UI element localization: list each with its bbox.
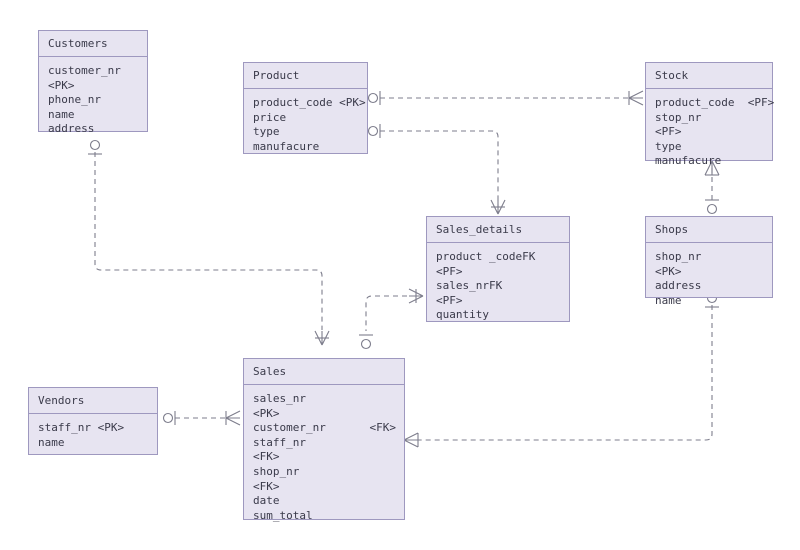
connector-salesdetails-sales (359, 288, 424, 350)
attribute-row: shop_nr (253, 465, 396, 480)
entity-title-sales_details: Sales_details (427, 217, 569, 243)
attribute-row: <PF> (436, 294, 561, 309)
attribute-label: name (38, 435, 65, 449)
entity-title-product: Product (244, 63, 367, 89)
attribute-row: staff_nr (253, 436, 396, 451)
entity-attributes-sales: sales_nr<PK>customer_nr<FK>staff_nr<FK>s… (244, 385, 404, 529)
attribute-row: product_code <PF> (655, 96, 774, 111)
connector-vendors-sales (162, 410, 241, 426)
attribute-label: type (253, 125, 280, 139)
attribute-label: name (655, 293, 682, 307)
attribute-row: stop_nr (655, 111, 764, 126)
attribute-label: <FK> (253, 479, 280, 493)
attribute-label: manufacure (253, 139, 320, 153)
attribute-label: <PF> (436, 293, 463, 307)
attribute-row: <FK> (253, 450, 396, 465)
attribute-row: sum_total (253, 509, 396, 524)
attribute-label: manufacure (655, 154, 722, 168)
attribute-row: address (48, 122, 139, 137)
attribute-row: manufacure (655, 154, 764, 169)
attribute-label: stop_nr (655, 110, 702, 124)
attribute-label: quantity (436, 308, 489, 322)
attribute-row: sales_nr (253, 392, 396, 407)
attribute-row: <PK> (655, 265, 764, 280)
connector-product-stock (367, 90, 644, 106)
connector-product-salesdetails (367, 124, 506, 215)
attribute-row: staff_nr <PK> (38, 421, 149, 436)
entity-title-customers: Customers (39, 31, 147, 57)
attribute-label: customer_nr (48, 64, 121, 77)
attribute-row: price (253, 111, 359, 126)
attribute-row: customer_nr (48, 64, 139, 79)
attribute-row: <PF> (436, 265, 561, 280)
attribute-label: <PK> (253, 406, 280, 420)
entity-title-vendors: Vendors (29, 388, 157, 414)
attribute-label: type (655, 139, 682, 153)
attribute-row: <PK> (48, 79, 139, 94)
attribute-row: address (655, 279, 764, 294)
attribute-row: quantity (436, 308, 561, 323)
attribute-row: customer_nr <FK> (253, 421, 396, 436)
attribute-label: product _codeFK (436, 250, 536, 263)
attribute-row: name (38, 436, 149, 451)
attribute-label: customer_nr (253, 421, 326, 435)
connector-customers-sales (88, 139, 330, 346)
attribute-label: <PF> (655, 125, 682, 139)
attribute-label: product_code <PF> (655, 96, 775, 109)
attribute-key-tag: <FK> (369, 421, 397, 435)
attribute-label: sales_nrFK (436, 279, 503, 293)
attribute-label: staff_nr (253, 435, 306, 449)
attribute-label: staff_nr <PK> (38, 421, 125, 434)
attribute-row: sales_nrFK (436, 279, 561, 294)
attribute-row: <PF> (655, 125, 764, 140)
attribute-row: manufacure (253, 140, 359, 155)
attribute-row: <FK> (253, 480, 396, 495)
attribute-row: type (253, 125, 359, 140)
attribute-label: sales_nr (253, 392, 306, 405)
connector-stock-shops (704, 160, 720, 215)
attribute-row: product _codeFK (436, 250, 561, 265)
attribute-row: product_code <PK> (253, 96, 366, 111)
entity-title-stock: Stock (646, 63, 772, 89)
attribute-label: address (48, 122, 95, 136)
attribute-label: <FK> (253, 450, 280, 464)
attribute-row: phone_nr (48, 93, 139, 108)
attribute-row: name (48, 108, 139, 123)
attribute-label: product_code <PK> (253, 96, 366, 109)
attribute-label: name (48, 107, 75, 121)
attribute-label: price (253, 110, 287, 124)
attribute-label: <PK> (48, 78, 75, 92)
entity-attributes-sales_details: product _codeFK<PF>sales_nrFK<PF>quantit… (427, 243, 569, 329)
attribute-row: shop_nr (655, 250, 764, 265)
attribute-label: <PF> (436, 264, 463, 278)
attribute-label: <PK> (655, 264, 682, 278)
attribute-label: phone_nr (48, 93, 101, 107)
attribute-row: date (253, 494, 396, 509)
attribute-label: shop_nr (655, 250, 702, 263)
attribute-row: name (655, 294, 764, 309)
attribute-row: type (655, 140, 764, 155)
attribute-label: sum_total (253, 508, 313, 522)
attribute-row: <PK> (253, 407, 396, 422)
attribute-label: date (253, 494, 280, 508)
attribute-label: address (655, 279, 702, 293)
attribute-label: shop_nr (253, 464, 300, 478)
entity-attributes-vendors: staff_nr <PK>name (29, 414, 157, 456)
entity-title-shops: Shops (646, 217, 772, 243)
entity-title-sales: Sales (244, 359, 404, 385)
